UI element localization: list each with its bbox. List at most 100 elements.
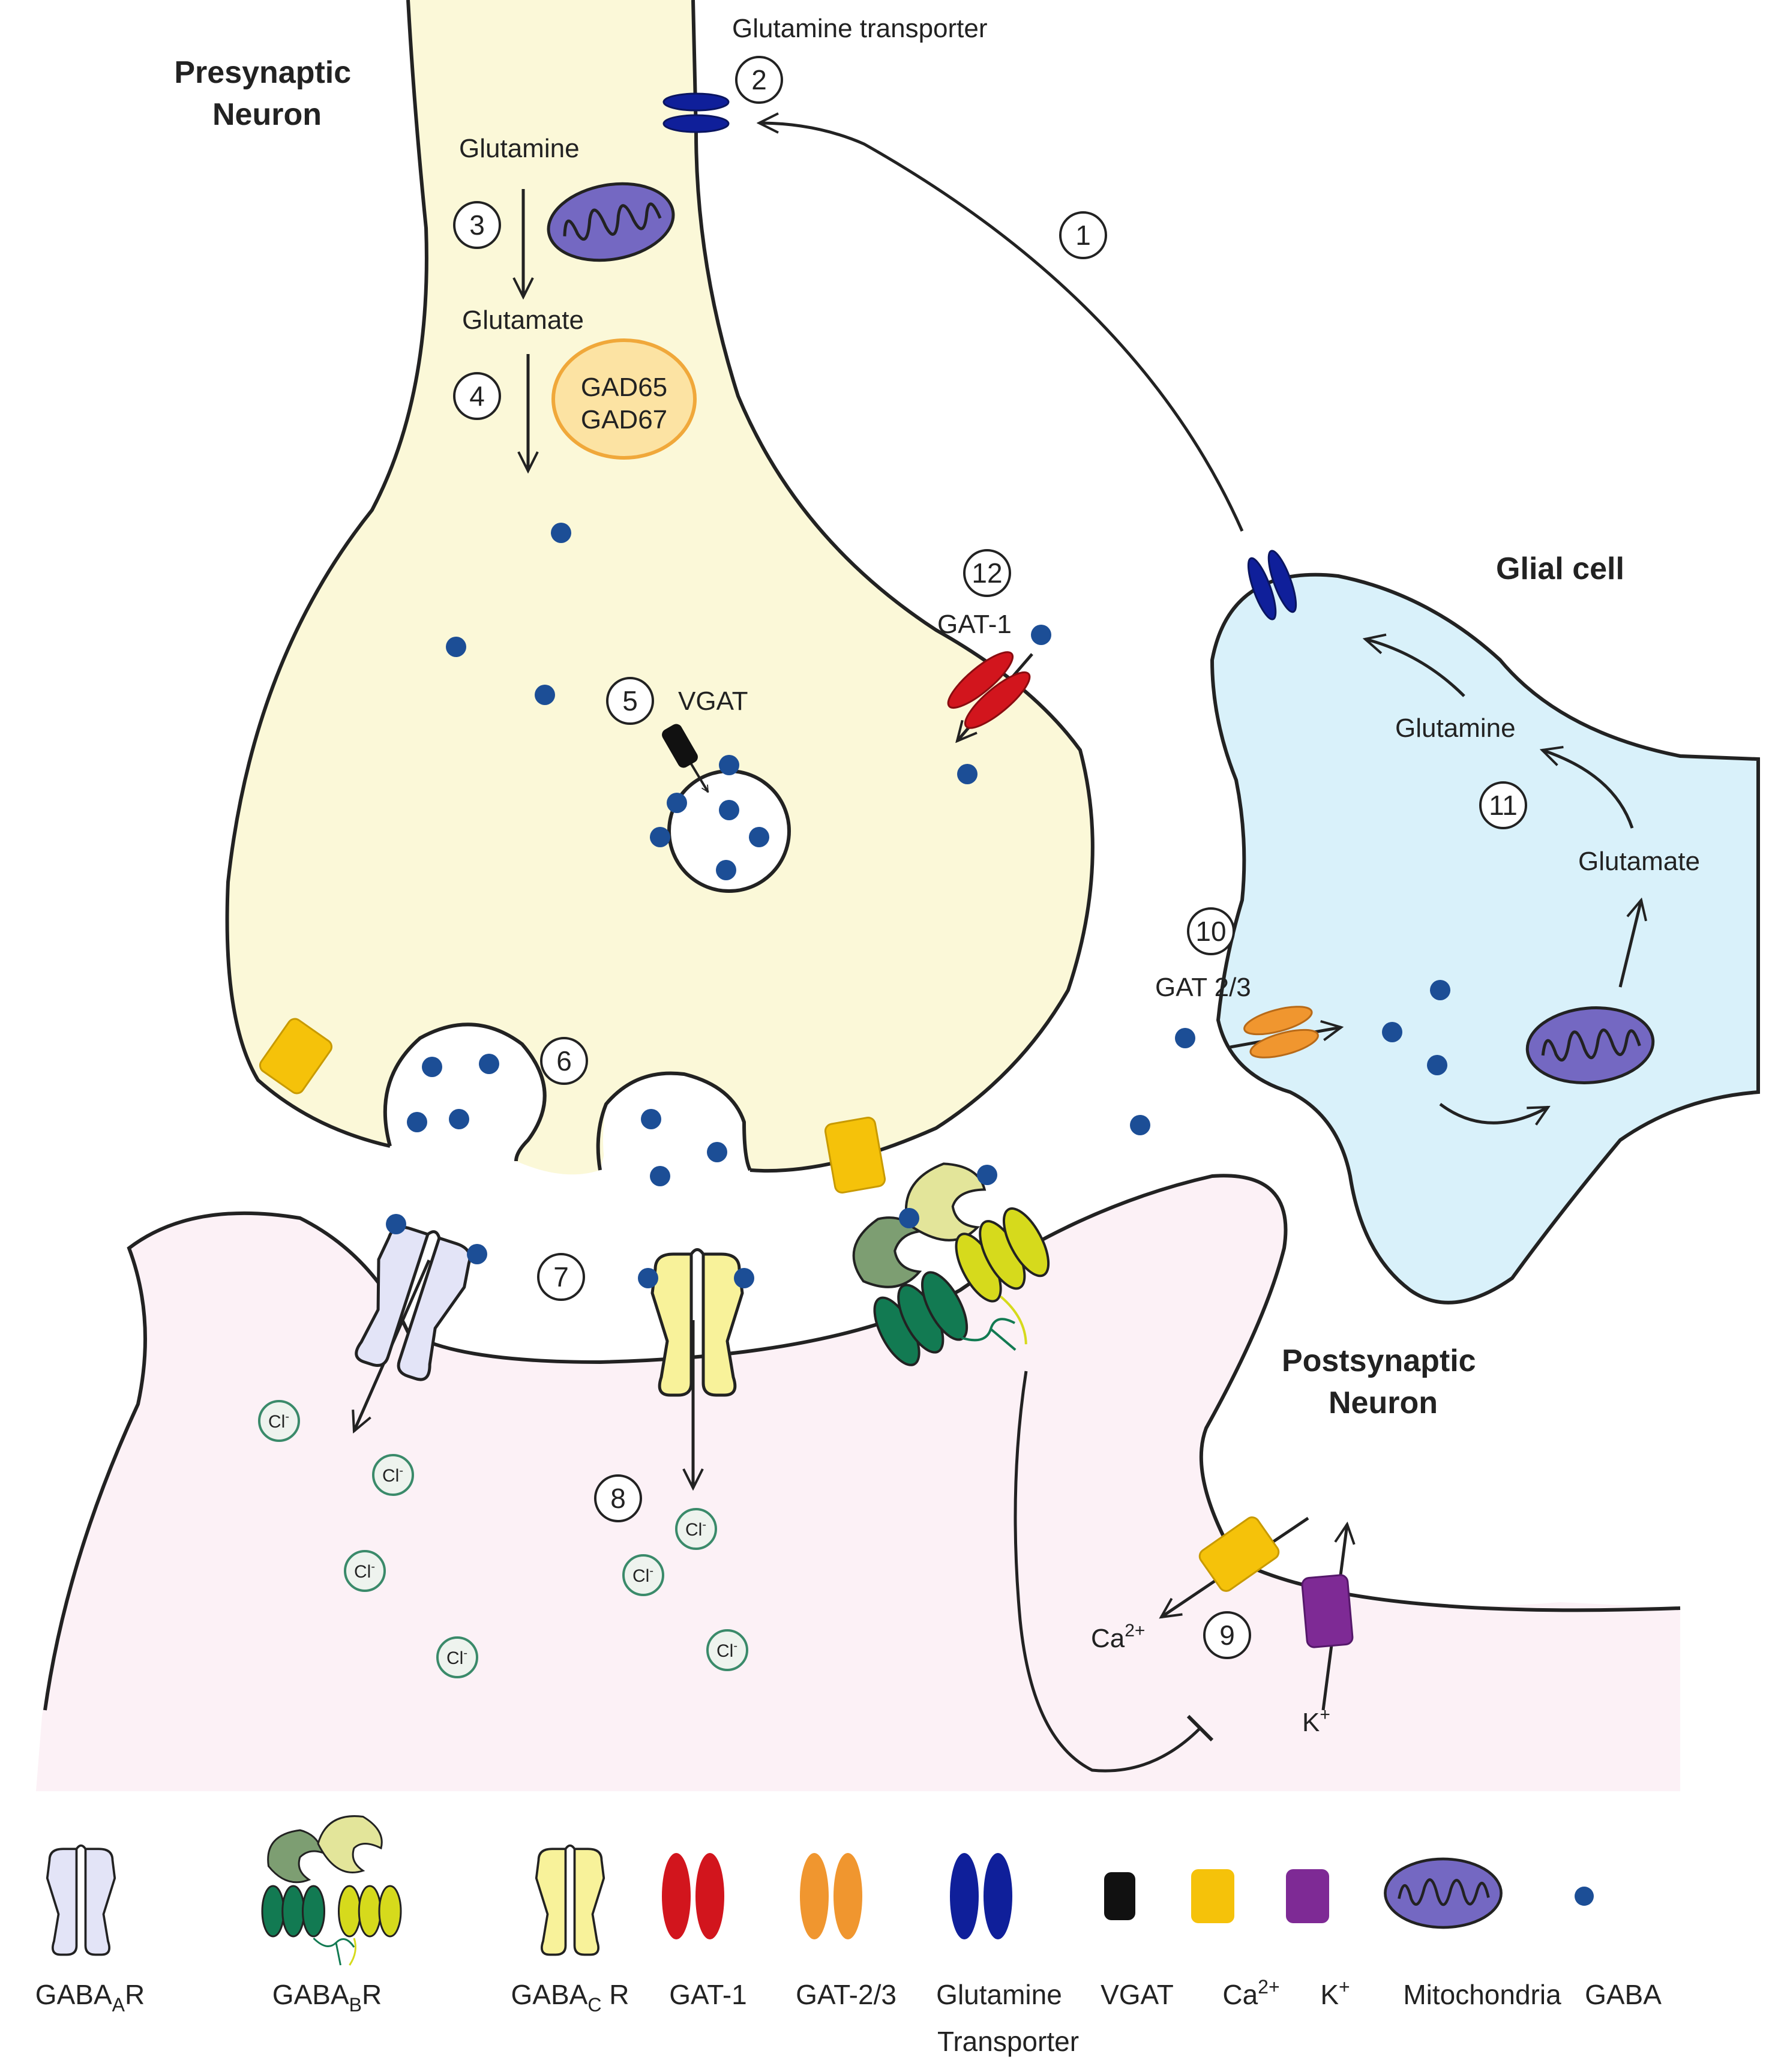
inhibition-line-gaba-b — [1014, 1371, 1201, 1773]
gaba-molecule — [449, 1109, 469, 1129]
chloride-ion: Cl- — [258, 1400, 300, 1442]
legend-label: GABA — [1585, 1979, 1662, 2010]
potassium-label: K+ — [1302, 1705, 1330, 1737]
gaba-molecule — [716, 860, 736, 880]
gaba-molecule — [535, 685, 555, 705]
chloride-ion: Cl- — [706, 1629, 748, 1671]
svg-text:9: 9 — [1219, 1620, 1235, 1651]
gaba-molecule — [551, 523, 571, 543]
presynaptic-neuron — [227, 0, 1093, 1175]
potassium-channel-postsynaptic — [1301, 1574, 1354, 1648]
gaba-molecule — [650, 1166, 670, 1186]
postsynaptic-label: Postsynaptic Neuron — [1282, 1344, 1485, 1420]
step-marker-2: 2 — [735, 56, 783, 104]
step-marker-11: 11 — [1479, 781, 1527, 829]
chloride-ions: Cl- Cl- Cl- Cl- Cl- Cl- Cl- — [258, 1400, 748, 1678]
arrow-mito-to-glutamate — [1618, 900, 1641, 988]
legend-mitochondria-icon — [1385, 1859, 1501, 1927]
gaba-molecule — [719, 800, 739, 820]
gaba-molecule — [667, 793, 687, 813]
arrow-glial-dots-to-mito — [1439, 1102, 1548, 1123]
gaba-molecule — [1130, 1115, 1150, 1135]
gaba-molecule — [467, 1244, 487, 1264]
glutamine-transporter-glial — [1247, 550, 1297, 620]
svg-text:8: 8 — [610, 1483, 626, 1514]
svg-text:3: 3 — [469, 209, 485, 241]
vgat-label: VGAT — [678, 686, 748, 716]
calcium-channel-presynaptic-right — [824, 1116, 886, 1194]
chloride-ion: Cl- — [372, 1454, 414, 1496]
gat-2-3-transporter — [1243, 1006, 1319, 1059]
glutamine-transporter-presynaptic — [662, 92, 730, 133]
gaba-molecule — [1031, 625, 1051, 645]
vgat-transporter — [662, 724, 698, 768]
glial-cell — [1210, 572, 1760, 1305]
legend-label: K+ — [1320, 1976, 1350, 2010]
svg-text:Cl-: Cl- — [354, 1560, 375, 1582]
presynaptic-glutamine-label: Glutamine — [459, 134, 580, 163]
gaba-molecules — [386, 523, 1450, 1288]
arrow-1-glial-to-presynaptic — [759, 123, 1244, 532]
gat1-label: GAT-1 — [937, 610, 1012, 639]
arrow-glutamine-up — [1365, 639, 1465, 697]
arrow-11 — [1542, 750, 1634, 829]
step-marker-12: 12 — [963, 549, 1011, 597]
gaba-molecule — [734, 1268, 754, 1288]
gaba-molecule — [1430, 980, 1450, 1000]
gaba-molecule — [650, 827, 670, 847]
gaba-molecule — [641, 1109, 661, 1129]
svg-text:1: 1 — [1075, 220, 1091, 251]
legend-gaba-c-icon — [535, 1844, 605, 1956]
legend-label: GAT-2/3 — [796, 1979, 897, 2010]
gaba-molecule — [977, 1165, 997, 1185]
gaba-molecule — [749, 827, 769, 847]
step-marker-3: 3 — [453, 201, 501, 249]
legend-label: Mitochondria — [1403, 1979, 1561, 2010]
svg-text:5: 5 — [622, 685, 638, 716]
legend-gat-2-3-icon — [800, 1853, 862, 1939]
gaba-molecule — [479, 1054, 499, 1074]
legend-gat-1-icon — [662, 1853, 724, 1939]
gat23-label: GAT 2/3 — [1155, 973, 1251, 1002]
calcium-channel-postsynaptic — [1198, 1516, 1280, 1592]
presynaptic-membrane-left — [225, 0, 428, 1148]
svg-text:Cl-: Cl- — [632, 1564, 653, 1586]
gad67-label: GAD67 — [581, 405, 667, 434]
glial-cell-label: Glial cell — [1496, 551, 1624, 586]
svg-text:Cl-: Cl- — [268, 1410, 289, 1432]
step-marker-9: 9 — [1203, 1611, 1251, 1659]
gaba-molecule — [638, 1268, 658, 1288]
legend-potassium-channel-icon — [1286, 1869, 1329, 1923]
gaba-molecule — [1427, 1055, 1447, 1075]
svg-text:2: 2 — [751, 64, 767, 95]
svg-text:Cl-: Cl- — [716, 1639, 737, 1661]
gad-enzyme — [551, 338, 697, 460]
svg-text:10: 10 — [1195, 916, 1226, 947]
legend-label: Transporter — [937, 2026, 1079, 2057]
step-marker-4: 4 — [453, 372, 501, 420]
glial-glutamine-label: Glutamine — [1395, 713, 1516, 743]
legend-glutamine-transporter-icon — [950, 1853, 1012, 1939]
calcium-channel-presynaptic-left — [259, 1018, 333, 1095]
step-marker-10: 10 — [1187, 907, 1235, 955]
svg-text:11: 11 — [1489, 790, 1518, 821]
calcium-label: Ca2+ — [1091, 1621, 1145, 1653]
legend-gaba-b-icon — [261, 1815, 402, 1966]
gaba-molecule — [386, 1214, 406, 1234]
postsynaptic-neuron — [36, 1176, 1680, 1791]
gaba-molecule — [899, 1208, 919, 1228]
legend-label: VGAT — [1101, 1979, 1174, 2010]
glial-glutamate-label: Glutamate — [1578, 847, 1700, 876]
step-marker-7: 7 — [537, 1253, 585, 1301]
chloride-ion: Cl- — [436, 1636, 478, 1678]
chloride-ion: Cl- — [675, 1508, 717, 1550]
legend-label: GABAAR — [35, 1979, 145, 2016]
gaba-molecule — [407, 1112, 427, 1132]
svg-text:6: 6 — [556, 1045, 572, 1077]
gaba-molecule — [707, 1142, 727, 1162]
gad65-label: GAD65 — [581, 373, 667, 402]
step-marker-1: 1 — [1059, 211, 1107, 259]
